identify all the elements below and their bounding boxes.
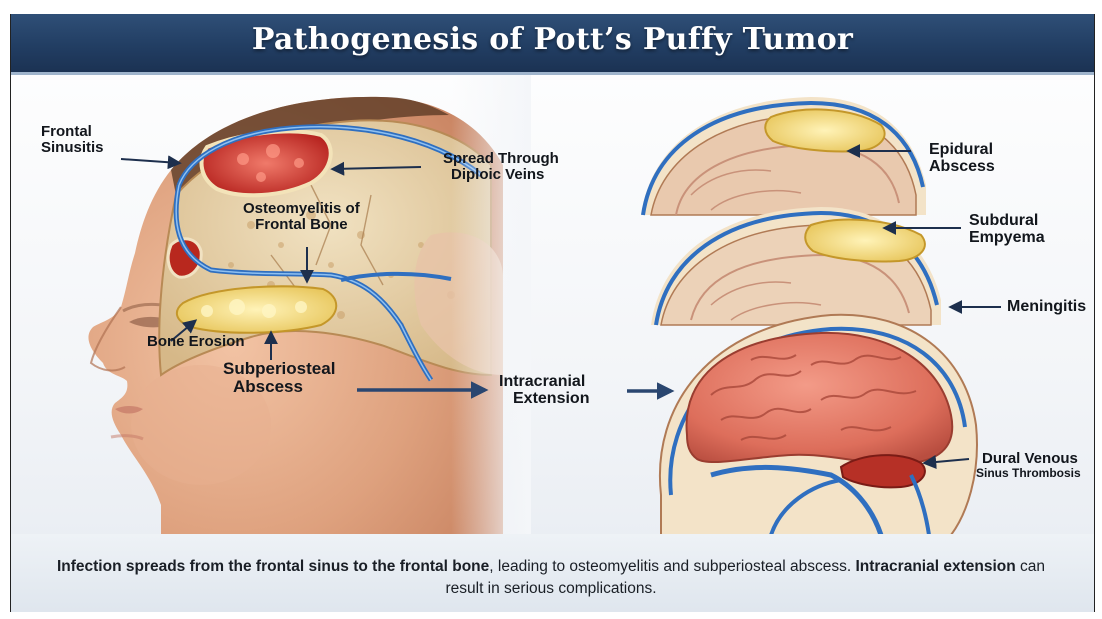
slide: Pathogenesis of Pott’s Puffy Tumor [10, 14, 1095, 612]
epidural-slice [641, 97, 926, 215]
label-subdural: Subdural Empyema [969, 213, 1045, 247]
label-osteomyelitis: Osteomyelitis of Frontal Bone [243, 201, 360, 233]
title-banner: Pathogenesis of Pott’s Puffy Tumor [11, 14, 1094, 75]
caption-panel: Infection spreads from the frontal sinus… [11, 534, 1094, 612]
dural-venous-sinus [841, 455, 925, 487]
label-epidural: Epidural Abscess [929, 142, 995, 176]
arrow-frontal-sinusitis [121, 159, 179, 163]
caption: Infection spreads from the frontal sinus… [51, 556, 1051, 600]
head-illustration [88, 75, 531, 535]
subdural-slice [651, 207, 941, 325]
label-dural-venous: Dural Venous Sinus Thrombosis [976, 451, 1081, 479]
brain-stack-illustration [641, 97, 977, 535]
label-meningitis: Meningitis [1007, 299, 1086, 316]
page-title: Pathogenesis of Pott’s Puffy Tumor [11, 22, 1094, 57]
brain-slice [660, 315, 977, 535]
label-subperiosteal: Subperiosteal Abscess [223, 360, 335, 396]
label-spread-diploic: Spread Through Diploic Veins [443, 151, 559, 183]
subdural-empyema [805, 220, 925, 262]
label-intracranial: Intracranial Extension [499, 374, 589, 408]
label-bone-erosion: Bone Erosion [147, 334, 245, 350]
label-frontal-sinusitis: Frontal Sinusitis [41, 124, 104, 156]
